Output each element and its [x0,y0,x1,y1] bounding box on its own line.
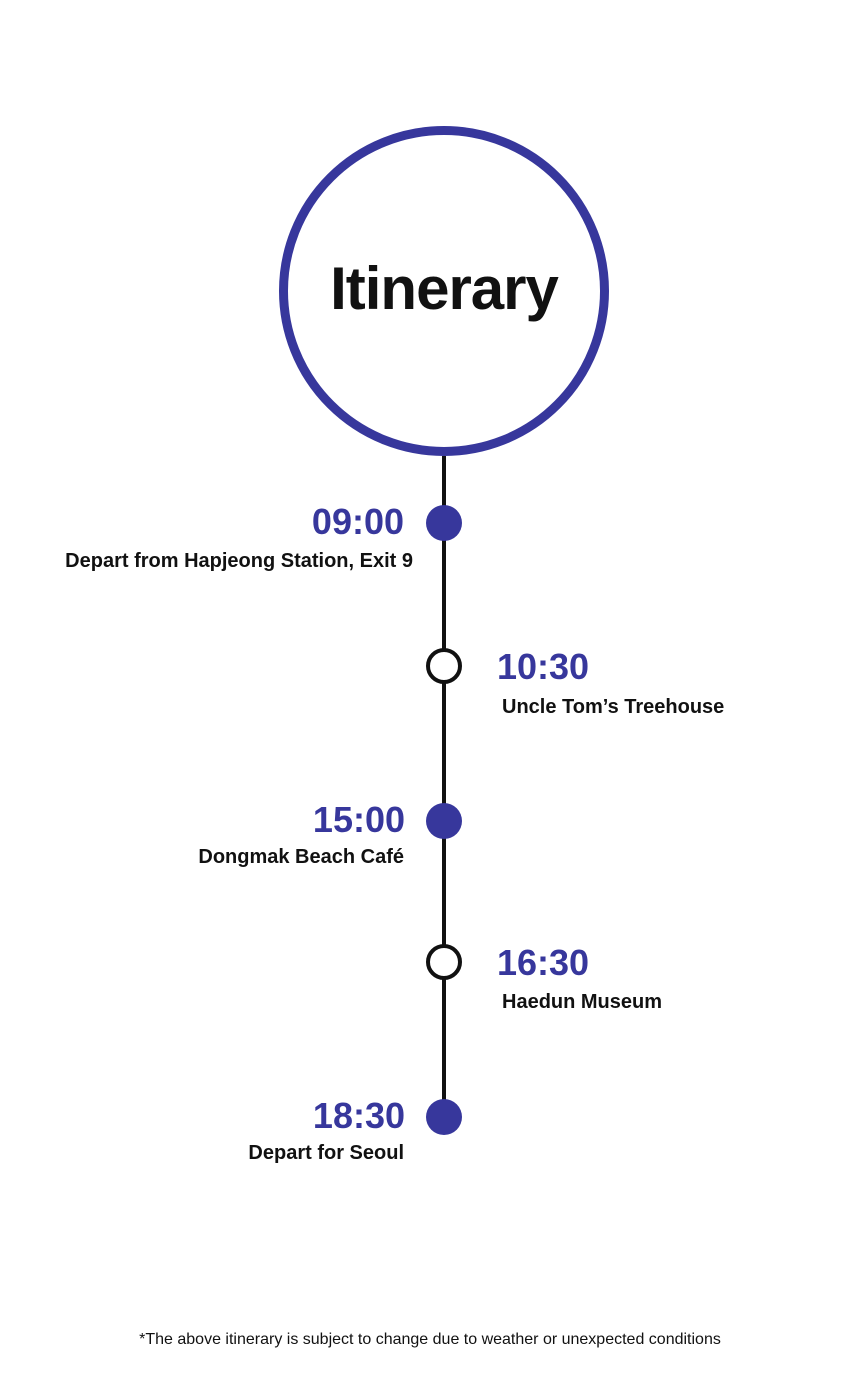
stop-time: 10:30 [497,646,590,687]
stop-place: Dongmak Beach Café [198,846,404,868]
timeline-marker-filled [426,505,462,541]
timeline-marker-filled [426,1099,462,1135]
timeline-marker-hollow [426,944,462,980]
stop-time: 09:00 [311,501,404,542]
stop-time: 16:30 [497,942,590,983]
stop-place: Depart from Hapjeong Station, Exit 9 [65,550,413,572]
timeline-line [442,456,446,1118]
page-title: Itinerary [330,254,559,322]
stop-place: Uncle Tom’s Treehouse [502,696,725,718]
stop-place: Depart for Seoul [248,1142,404,1164]
stop-time: 15:00 [312,799,405,840]
stop-time: 18:30 [312,1095,405,1136]
disclaimer-footnote: *The above itinerary is subject to chang… [139,1331,721,1348]
timeline-marker-filled [426,803,462,839]
timeline-marker-hollow [426,648,462,684]
title-circle: Itinerary [279,126,609,456]
stop-place: Haedun Museum [502,991,663,1013]
